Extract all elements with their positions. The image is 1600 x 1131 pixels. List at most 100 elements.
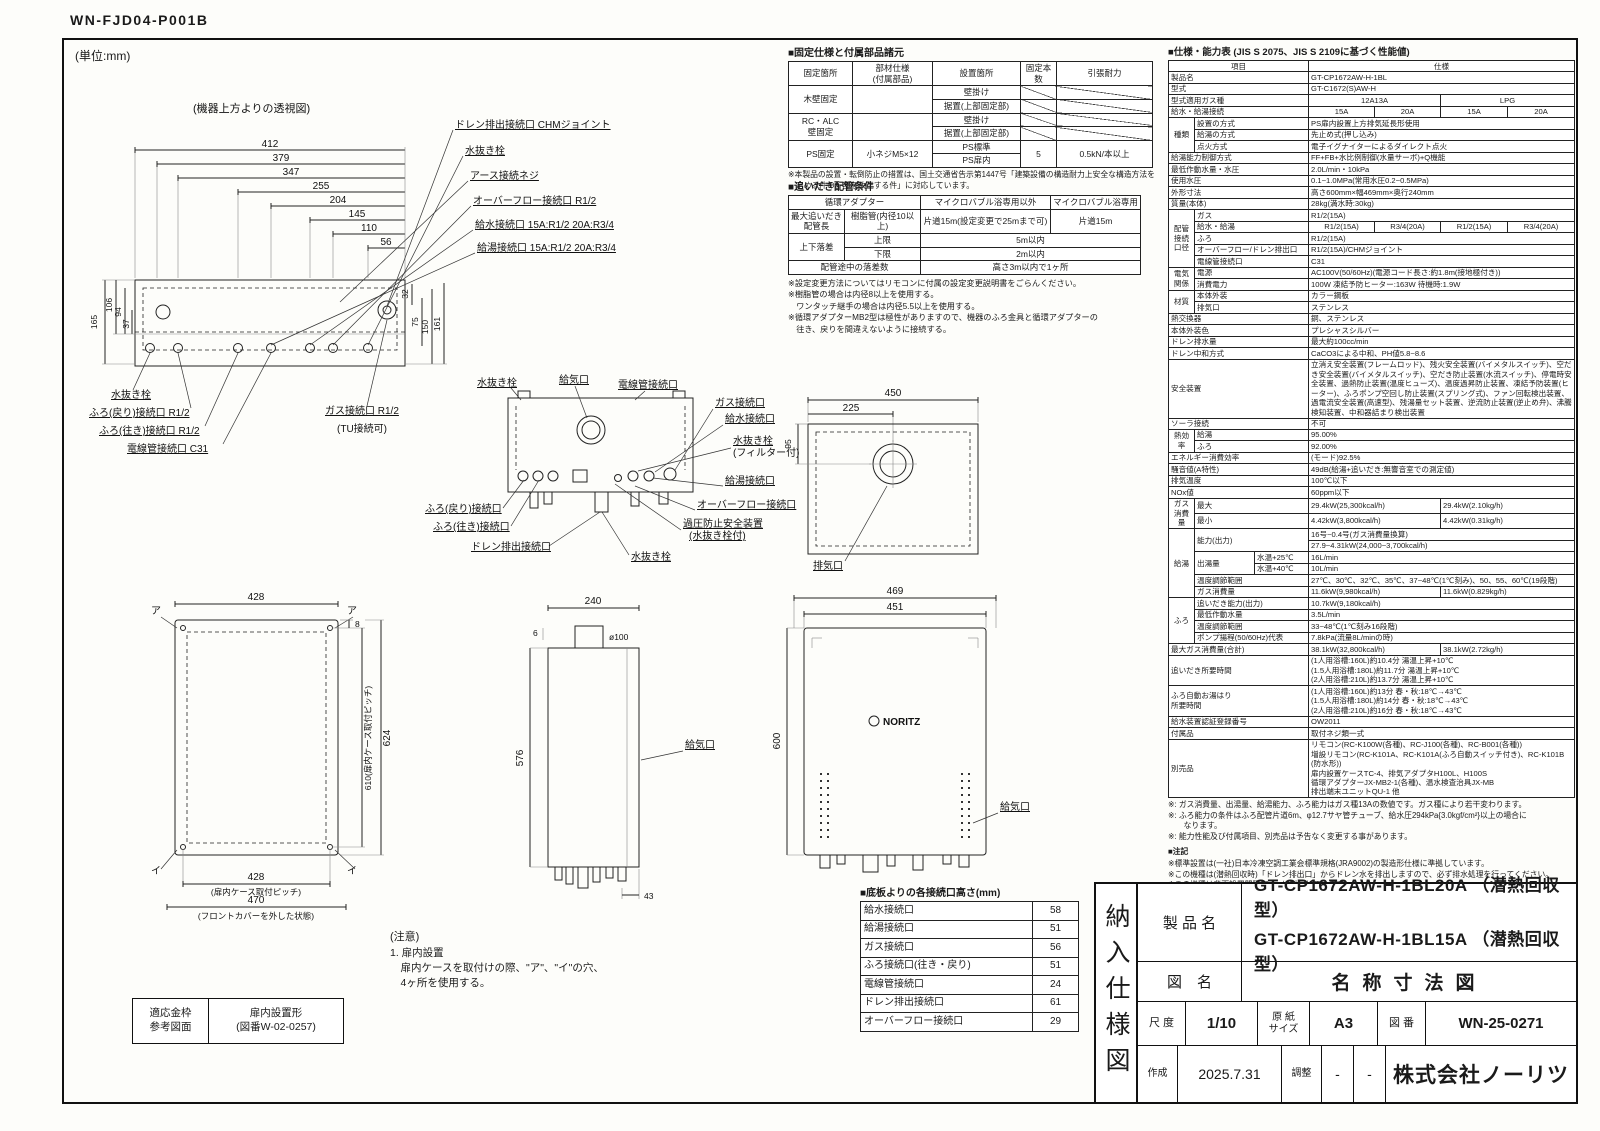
table-cell: ガス 消費量 [1168,497,1195,530]
frame-box-value: 扉内設置形 (図番W-02-0257) [236,1007,316,1033]
table-cell: 最大 [1193,497,1310,515]
callout-relief-2: (水抜き栓付) [689,529,746,542]
table-cell: 壁掛け [932,112,1021,128]
table-cell: 能力(出力) [1193,528,1310,553]
table-row: 点火方式電子イグナイターによるダイレクト点火 [1169,140,1576,153]
table-cell: 熱交換器 [1167,312,1310,326]
scale-label: 尺 度 [1138,1002,1186,1045]
table-cell: ドレン排水量 [1167,335,1310,349]
callout-exhaust-outlet: 排気口 [813,559,843,572]
drawing-name-label: 図 名 [1138,962,1242,1001]
table-cell: 型式 [1167,82,1310,96]
table-cell: PS扉内 [932,153,1021,168]
callout-drain-plug: 水抜き栓 [465,144,505,157]
dim-75: 75 [410,317,420,327]
front-detail-body [507,390,694,513]
table-cell: (モード)92.5% [1308,451,1576,465]
table-cell: 56 [1032,938,1079,958]
title-block: 納入仕様図 製 品 名 GT-CP1672AW-H-1BL20A （潜熱回収型）… [1094,876,1578,1104]
dim-32: 32 [400,289,410,299]
table-cell: 木壁固定 [788,85,853,114]
top-view-callouts-right: ドレン排出接続口 CHMジョイント 水抜き栓 アース接続ネジ オーバーフロー接続… [270,118,616,346]
dim-255: 255 [313,181,330,192]
callout-conduit: 電線管接続口 C31 [127,442,209,455]
table-cell: 最大約100cc/min [1308,335,1576,349]
table-row: ふろ接続口(往き・戻り)51 [860,956,1079,976]
table-cell: 29 [1032,1012,1079,1032]
table-cell: 給湯能力制御方式 [1167,151,1310,165]
title-block-side-label: 納入仕様図 [1096,884,1138,1102]
table-cell: 給湯の方式 [1193,128,1310,142]
table-row: 最大ガス消費量(合計)38.1kW(32,800kcal/h)38.1kW(2.… [1167,643,1576,656]
table-cell: 最低作動水量 [1193,608,1310,622]
table-cell: 15A [1440,105,1509,119]
table-cell: 使用水圧 [1167,174,1310,188]
table-cell: 15A [1308,105,1376,119]
table-cell: RC・ALC 壁固定 [788,112,853,141]
table-cell: 電線管接続口 [1193,255,1310,268]
dim-8: 8 [355,619,360,629]
table-cell: 3.5L/min [1308,608,1576,622]
dim-347: 347 [283,167,300,178]
spec-title: ■仕様・能力表 (JIS S 2075、JIS S 2109に基づく性能値) [1168,47,1410,58]
table-cell: 製品名 [1167,71,1310,84]
elevation-front-panel: ア ア 428 8 610(扉内ケース取付ピッチ) 624 イ イ 428 (扉… [151,592,393,921]
table-row: 最大追いだき配管長樹脂管(内径10以上)片道15m(設定変更で25mまで可)片道… [788,208,1142,234]
product-name-1: GT-CP1672AW-H-1BL20A （潜熱回収型） [1254,875,1560,920]
table-cell: 据置(上部固定部) [932,126,1021,141]
table-cell [1056,112,1153,128]
notice-title: (注意) [390,931,420,943]
table-cell: 立消え安全装置(フレームロッド)、残火安全装置(バイメタルスイッチ)、空だき安全… [1308,358,1576,419]
table-cell: ふろ [1168,597,1195,645]
table-cell: 給湯接続口 [860,919,1033,939]
table-cell: 高さ3m以内で1ヶ所 [920,260,1142,275]
mark-i-right: イ [347,866,357,877]
table-cell: 熱効率 [1168,428,1195,453]
table-cell: PS固定 [788,139,853,169]
table-cell: 61 [1032,993,1079,1013]
table-cell: 設置箇所 [932,60,1021,87]
drawing-elevation-group: ア ア 428 8 610(扉内ケース取付ピッチ) 624 イ イ 428 (扉… [151,586,1030,921]
table-cell: R1/2(15A) [1308,209,1576,222]
table-cell: 2m以内 [920,246,1142,262]
product-name-label: 製 品 名 [1138,884,1242,961]
reheat-pipe-title: ■追いだき配管条件 [788,182,875,193]
table-cell: 取付ネジ類一式 [1308,727,1576,740]
table-cell [852,85,933,114]
table-cell: ガス [1193,209,1310,222]
dim-95: 95 [783,439,793,449]
table-cell: 電線管接続口 [860,975,1033,995]
unit-note: (単位:mm) [75,49,131,63]
dim-428-top: 428 [248,592,265,603]
noritz-logo: NORITZ [883,717,920,728]
callout-air-intake: 給気口 [559,373,589,386]
table-cell: 24 [1032,975,1079,995]
notice-body: 1. 扉内設置 扉内ケースを取付けの際、"ア"、"イ"の穴、 4ヶ所を使用する。 [390,947,604,990]
dim-600: 600 [772,732,783,749]
table-row: 材質本体外装カラー鋼板 [1168,289,1576,314]
callout-bath-supply-2: ふろ(往き)接続口 [433,520,510,533]
callout-air-intake-front: 給気口 [1000,800,1030,813]
callout-gas-note: (TU接続可) [337,422,387,435]
table-cell: 追いだき所要時間 [1167,654,1310,687]
table-row: エネルギー消費効率(モード)92.5% [1167,451,1576,465]
dim-412: 412 [262,139,279,150]
table-cell: 上下落差 [788,232,845,262]
callout-water-in-2: 給水接続口 [725,412,775,425]
table-cell: 20A [1507,105,1576,119]
scale-value: 1/10 [1186,1002,1258,1045]
table-row: ソーラ接続不可 [1167,417,1576,431]
table-cell: 給水・給湯接続 [1167,105,1310,119]
product-names: GT-CP1672AW-H-1BL20A （潜熱回収型） GT-CP1672AW… [1242,876,1576,974]
callout-conduit-2: 電線管接続口 [618,378,678,391]
table-cell: 引張耐力 [1056,60,1153,87]
adjusted-value-1: - [1322,1046,1354,1102]
table-cell: 樹脂管(内径10以上) [843,208,922,234]
table-row: 固定箇所部材仕様 (付属部品)設置箇所固定本数引張耐力 [788,60,1153,87]
